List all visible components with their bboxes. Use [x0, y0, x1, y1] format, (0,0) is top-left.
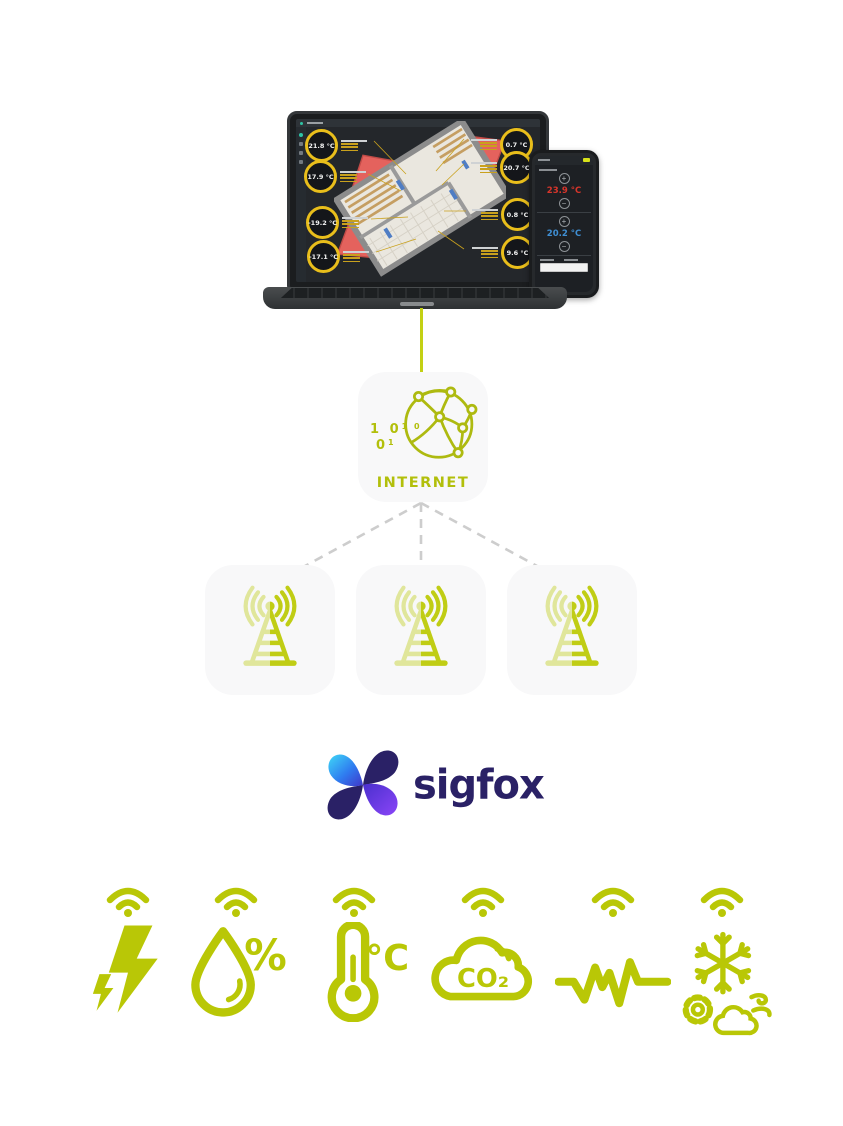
- gauge-labels: [472, 246, 498, 259]
- gauge-labels: [472, 208, 498, 221]
- gauge-labels: [341, 139, 367, 152]
- app-title-placeholder: [307, 122, 323, 124]
- gauge-row: 17.9 °C: [304, 160, 366, 193]
- heat-setpoint-value: 23.9 °C: [546, 186, 582, 196]
- gauge-labels: [343, 250, 369, 263]
- gauge-row: -17.1 °C: [307, 240, 369, 273]
- gauge-row: 0.8 °C: [472, 198, 534, 231]
- temperature-gauge: -19.2 °C: [306, 206, 339, 239]
- wifi-icon: [461, 887, 505, 917]
- sensor-temperature: °C: [294, 878, 414, 1022]
- sensor-climate: [662, 878, 782, 1040]
- temperature-gauge: 21.8 °C: [305, 129, 338, 162]
- dashboard-titlebar: [296, 119, 540, 127]
- temperature-gauge: 17.9 °C: [304, 160, 337, 193]
- wind-icon: [749, 993, 769, 1006]
- wifi-icon: [591, 887, 635, 917]
- co2-cloud-icon: CO₂: [431, 936, 533, 1001]
- climate-snowflake-icon: [682, 931, 772, 1036]
- increase-temperature-button[interactable]: +: [558, 173, 570, 184]
- base-station-node: [507, 565, 637, 695]
- lightning-icon: [92, 925, 158, 1013]
- laptop-keyboard: [281, 288, 549, 298]
- gauge-row: 9.6 °C: [472, 236, 534, 269]
- callout-lines: [367, 138, 466, 253]
- battery-icon: [583, 158, 590, 162]
- wifi-icon: [700, 887, 744, 917]
- laptop-notch: [400, 302, 434, 306]
- gauge-labels: [471, 161, 497, 174]
- sigfox-logo: sigfox: [323, 748, 545, 822]
- phone-app-screen: + 23.9 °C − + 20.2 °C −: [535, 156, 593, 292]
- antenna-tower-icon: [394, 585, 448, 666]
- humidity-droplet-icon: %: [191, 927, 287, 1017]
- antenna-tower-icon: [545, 585, 599, 666]
- wifi-icon: [332, 887, 376, 917]
- decrease-temperature-button[interactable]: −: [558, 198, 570, 209]
- laptop-dashboard-screen: 21.8 °C 17.9 °C -19.2 °C -17.1 °C 0.7 °C…: [296, 119, 540, 282]
- dashboard-sidebar: [296, 127, 306, 282]
- cool-setpoint-value: 20.2 °C: [546, 229, 582, 239]
- base-station-node: [356, 565, 486, 695]
- internet-to-antenna-lines: [304, 501, 538, 568]
- celsius-label: °C: [366, 938, 409, 979]
- wifi-icon: [214, 887, 258, 917]
- settings-table: [538, 259, 590, 272]
- antenna-tower-icon: [243, 585, 297, 666]
- internet-label: INTERNET: [376, 475, 470, 491]
- thermometer-icon: °C: [327, 922, 409, 1022]
- value-input[interactable]: [540, 263, 588, 272]
- wifi-icon: [106, 887, 150, 917]
- section-label: [539, 169, 557, 171]
- co2-label: CO₂: [457, 964, 509, 994]
- sensor-co2: CO₂: [423, 878, 543, 1014]
- status-dot: [300, 121, 303, 125]
- gauge-labels: [342, 216, 368, 229]
- gauge-labels: [340, 170, 366, 183]
- gauge-row: 21.8 °C: [305, 129, 367, 162]
- sigfox-wordmark: sigfox: [413, 761, 545, 809]
- gauge-row: 20.7 °C: [471, 151, 533, 184]
- increase-temperature-button[interactable]: +: [558, 216, 570, 227]
- sigfox-butterfly-icon: [327, 750, 399, 820]
- internet-node: 1 01 0 01 INTERNET: [358, 372, 488, 502]
- smartphone: + 23.9 °C − + 20.2 °C −: [529, 150, 599, 298]
- sensor-electricity: [68, 878, 188, 1018]
- sensor-humidity: %: [176, 878, 296, 1018]
- sensor-vibration: [553, 878, 673, 1020]
- gauge-row: -19.2 °C: [306, 206, 368, 239]
- base-station-node: [205, 565, 335, 695]
- binary-digits: 1 01 0 01: [370, 422, 422, 453]
- phone-titlebar: [535, 156, 593, 165]
- percent-label: %: [244, 932, 287, 981]
- decrease-temperature-button[interactable]: −: [558, 241, 570, 252]
- temperature-gauge: -17.1 °C: [307, 240, 340, 273]
- cloud-icon: [713, 1004, 759, 1036]
- laptop-to-internet-line: [420, 308, 423, 373]
- gear-icon: [682, 994, 714, 1025]
- network-globe-icon: [404, 386, 478, 459]
- laptop-base: [263, 287, 567, 309]
- vibration-pulse-icon: [555, 958, 671, 1008]
- gauge-labels: [471, 138, 497, 151]
